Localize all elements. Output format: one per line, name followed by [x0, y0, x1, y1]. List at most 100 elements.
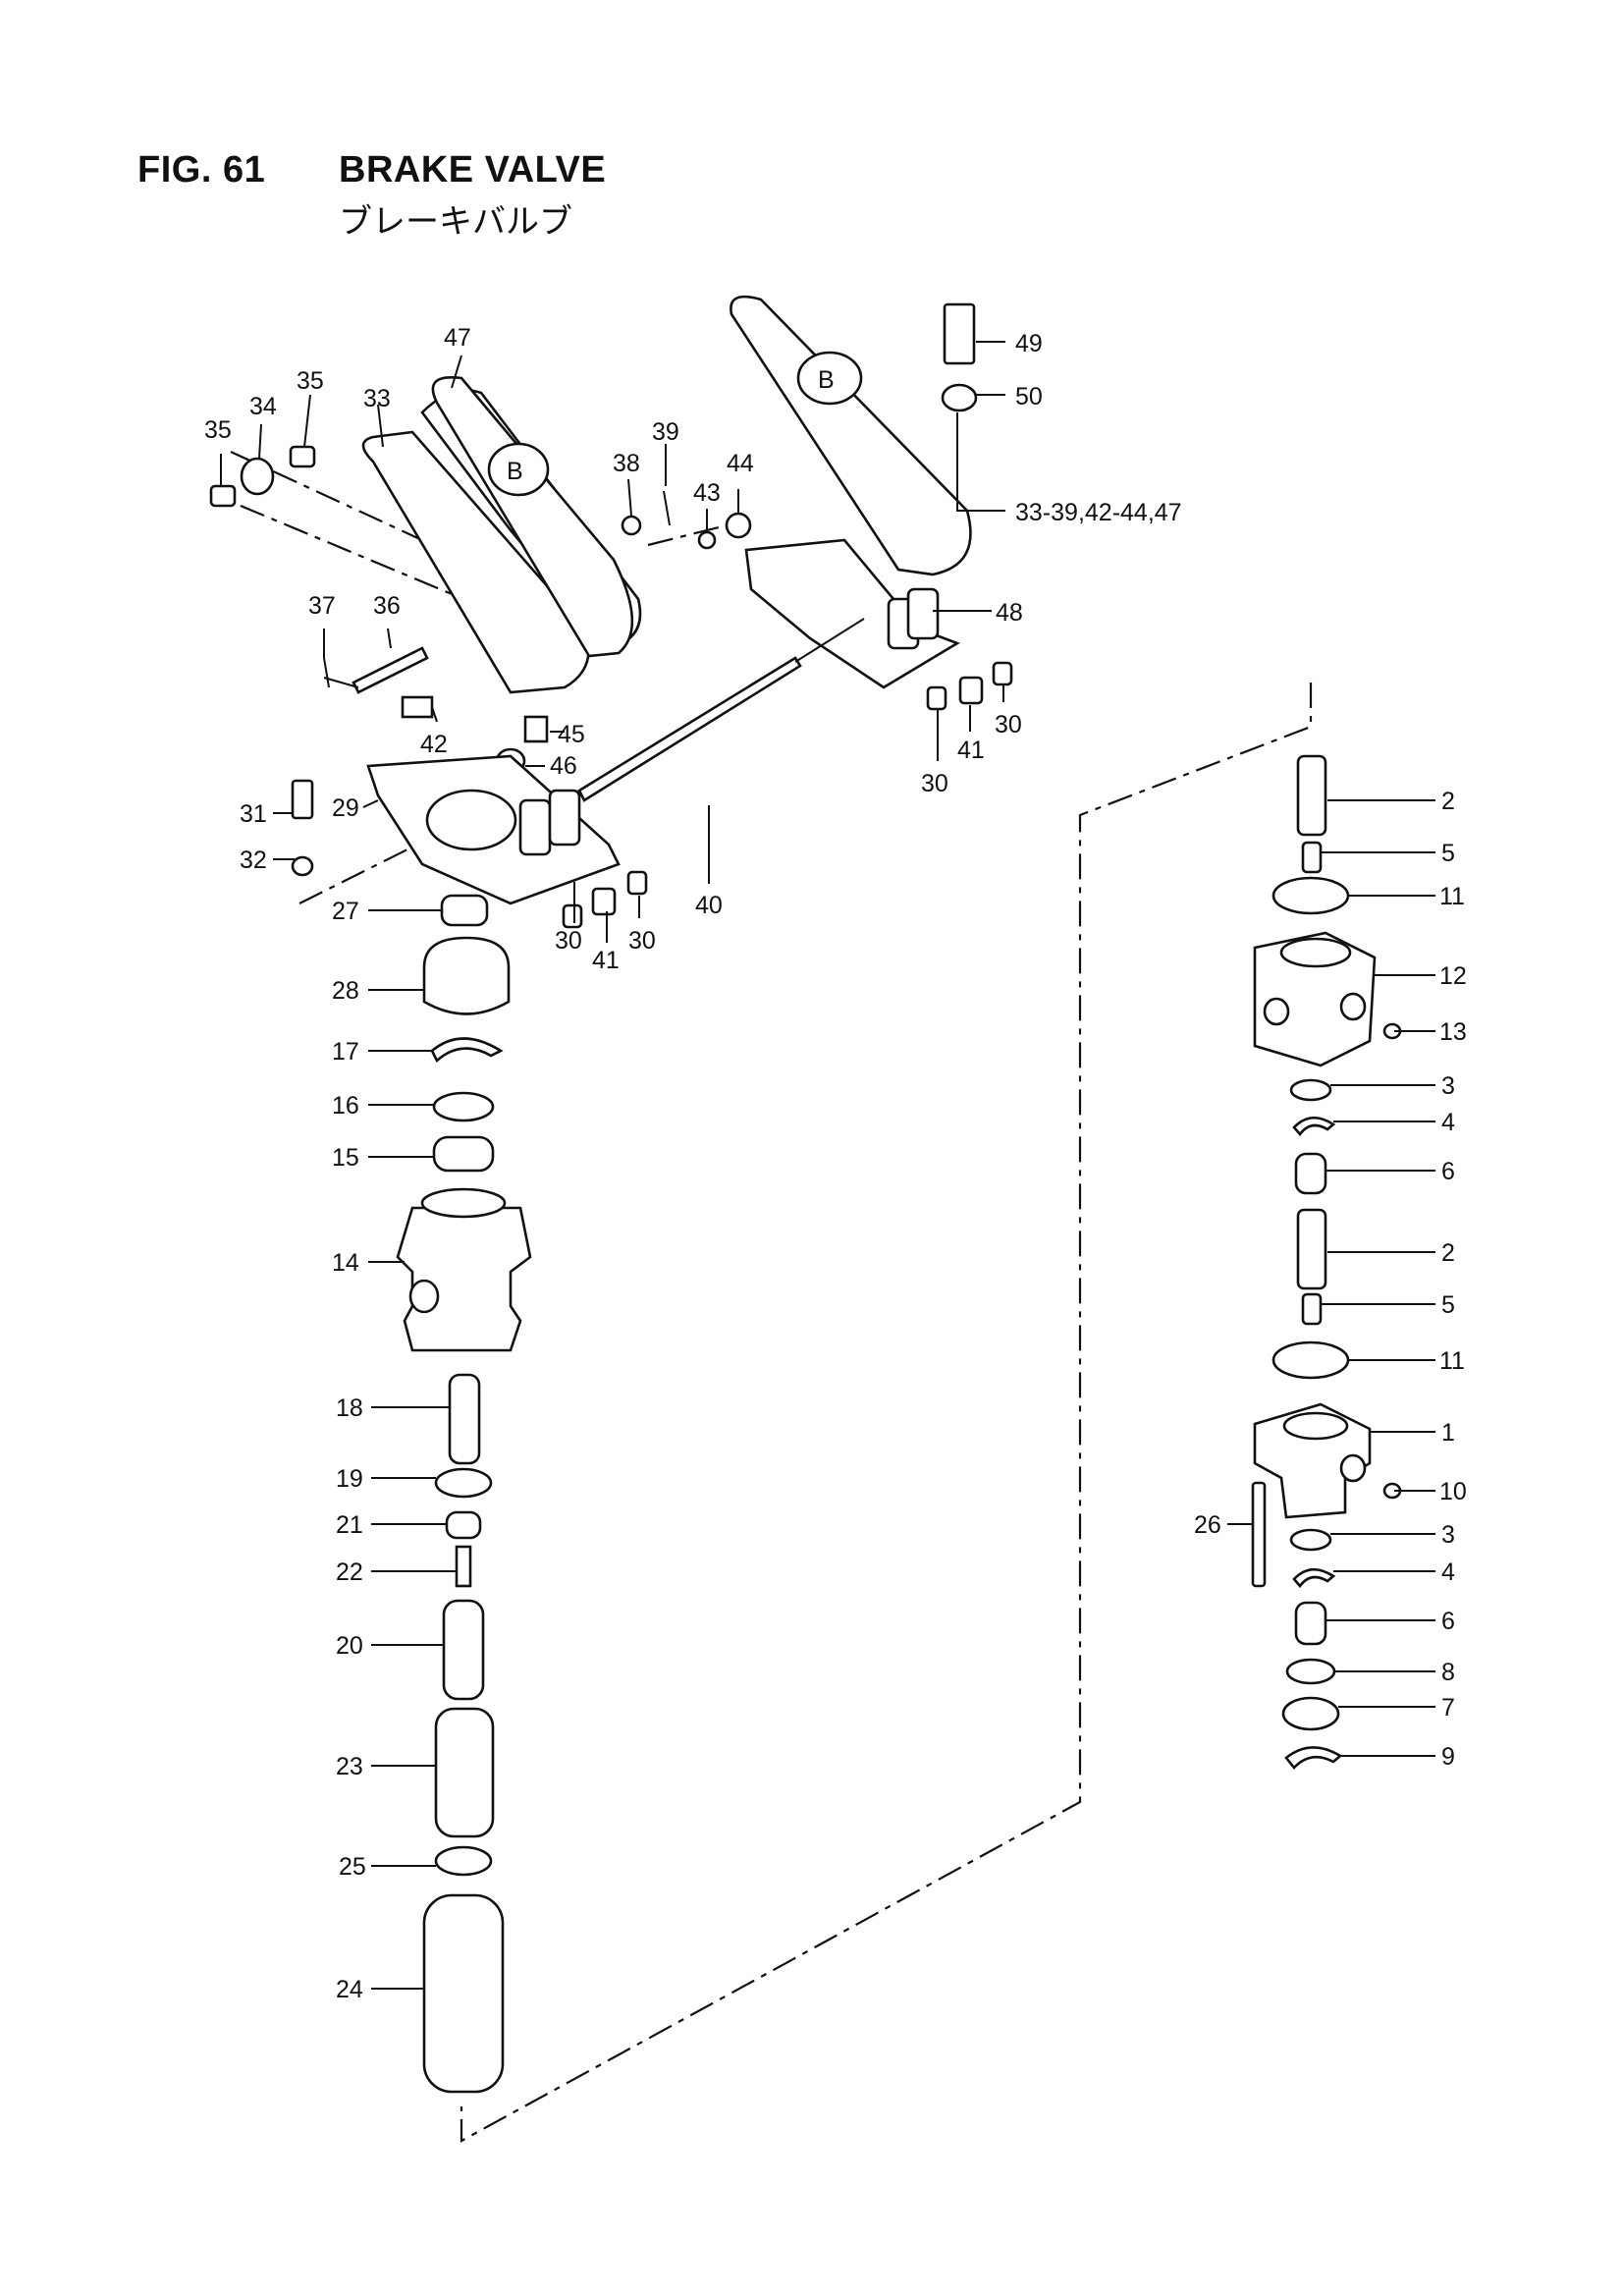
bolt-49	[943, 302, 976, 365]
bushing-30-r-b	[992, 661, 1013, 686]
snap-ring-4-a	[1292, 1116, 1336, 1137]
bushing-41-r	[958, 676, 984, 705]
callout-33: 33	[363, 385, 391, 412]
callout-30-rb: 30	[995, 711, 1022, 738]
bushing-41-l	[591, 887, 617, 916]
callout-41-l: 41	[592, 947, 620, 974]
callout-17: 17	[332, 1038, 359, 1066]
callout-30-la: 30	[555, 927, 582, 955]
bushing-30-l-a	[562, 903, 583, 929]
callout-35-b: 35	[297, 367, 324, 395]
callout-14: 14	[332, 1249, 359, 1277]
cotter-39	[663, 490, 671, 526]
plate-guide-line	[298, 829, 448, 904]
callout-19: 19	[336, 1465, 363, 1493]
valve-body-1	[1253, 1402, 1372, 1519]
assembly-guide-line	[460, 683, 1313, 2143]
bushing-30-r-a	[926, 685, 947, 711]
pedal-badge-right: B	[818, 366, 835, 394]
callout-9: 9	[1441, 1743, 1455, 1771]
washer-32	[291, 855, 314, 877]
callout-41-r: 41	[957, 737, 985, 764]
snap-ring-9	[1284, 1746, 1343, 1770]
pedal-47: B	[431, 375, 634, 658]
callout-30-ra: 30	[921, 770, 948, 797]
callout-2: 2	[1441, 788, 1455, 815]
snap-ring-17	[430, 1037, 504, 1064]
callout-5b: 5	[1441, 1291, 1455, 1319]
washer-38	[621, 515, 642, 536]
pin-36	[352, 646, 429, 694]
boot-28	[422, 936, 511, 1015]
washer-50	[941, 383, 978, 412]
callout-16: 16	[332, 1092, 359, 1120]
callout-21: 21	[336, 1511, 363, 1539]
spring-23	[434, 1707, 495, 1838]
seal-3-a	[1289, 1078, 1332, 1102]
washer-16	[432, 1091, 495, 1122]
callout-3: 3	[1441, 1072, 1455, 1100]
oring-11-b	[1271, 1340, 1350, 1380]
callout-4: 4	[1441, 1109, 1455, 1136]
callout-11b: 11	[1439, 1347, 1465, 1375]
callout-43: 43	[693, 479, 721, 507]
figure-title: BRAKE VALVE	[339, 149, 607, 191]
screw-22	[455, 1545, 472, 1588]
spring-5-b	[1301, 1292, 1323, 1326]
spring-6-b	[1294, 1601, 1327, 1646]
callout-1: 1	[1441, 1419, 1455, 1447]
seal-15	[432, 1135, 495, 1173]
nut-44	[725, 512, 752, 539]
callout-7: 7	[1441, 1694, 1455, 1722]
callout-2b: 2	[1441, 1239, 1455, 1267]
callout-48: 48	[996, 599, 1023, 627]
spring-6-a	[1294, 1152, 1327, 1195]
callout-50: 50	[1015, 383, 1043, 410]
callout-3b: 3	[1441, 1521, 1455, 1549]
bolt-31	[291, 779, 314, 820]
bolt-26	[1251, 1481, 1267, 1588]
pedal-right: B	[730, 295, 972, 689]
spring-5-a	[1301, 841, 1323, 874]
roller-34	[240, 457, 275, 496]
callout-25: 25	[339, 1853, 366, 1881]
callout-34: 34	[249, 393, 277, 420]
callout-15: 15	[332, 1144, 359, 1172]
callout-49: 49	[1015, 330, 1043, 357]
callout-35-a: 35	[204, 416, 232, 444]
callout-31: 31	[240, 800, 267, 828]
snap-ring-4-b	[1292, 1567, 1336, 1589]
leader-lines	[220, 341, 1435, 1990]
cotter-37	[323, 657, 359, 688]
callout-28: 28	[332, 977, 359, 1005]
piston-18	[448, 1373, 481, 1465]
callout-8: 8	[1441, 1659, 1455, 1686]
figure-subtitle-jp: ブレーキバルブ	[339, 202, 572, 242]
callout-labels: 2 5 11 12 13 3 4 6 2 5 11 1 10 26 3 4 6 …	[204, 324, 1467, 2003]
seal-3-b	[1289, 1528, 1332, 1552]
callout-10: 10	[1439, 1478, 1467, 1505]
callout-29: 29	[332, 794, 359, 822]
plug-27	[440, 894, 489, 927]
washer-43	[697, 530, 717, 550]
valve-body-12	[1253, 931, 1377, 1067]
seat-25	[434, 1845, 493, 1877]
callout-24: 24	[336, 1976, 363, 2003]
bolt-42	[401, 695, 434, 719]
callout-12: 12	[1439, 962, 1467, 990]
callout-38: 38	[613, 450, 640, 477]
bushing-35-b	[289, 445, 316, 468]
callout-37: 37	[308, 592, 336, 620]
callout-11: 11	[1439, 883, 1465, 910]
disc-19	[434, 1467, 493, 1499]
valve-body-14	[396, 1187, 532, 1352]
callout-18: 18	[336, 1394, 363, 1422]
seal-7	[1281, 1696, 1340, 1731]
callout-36: 36	[373, 592, 401, 620]
pedal-badge-left: B	[507, 458, 523, 485]
spring-20	[442, 1599, 485, 1701]
callout-6b: 6	[1441, 1608, 1455, 1635]
plunger-2-a	[1296, 754, 1327, 837]
callout-32: 32	[240, 847, 267, 874]
